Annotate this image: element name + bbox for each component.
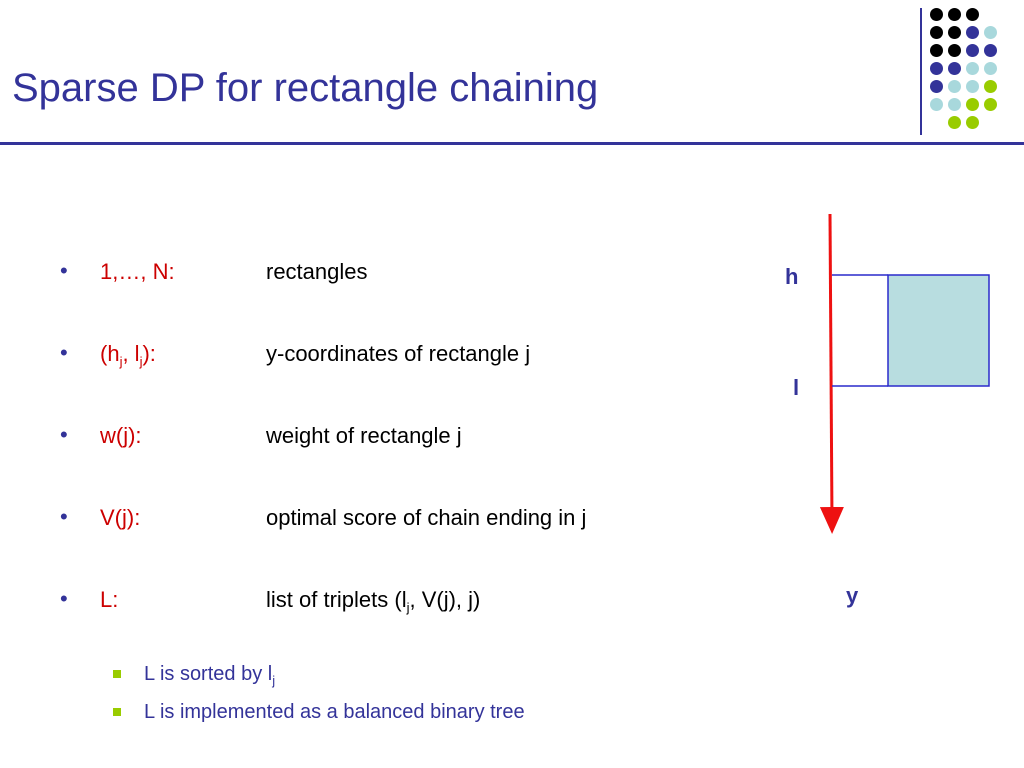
decorative-dot [948, 98, 961, 111]
bullet-dot-icon: • [60, 504, 68, 529]
bullet-term: 1,…, N: [100, 259, 175, 284]
bullet-desc: weight of rectangle j [266, 423, 462, 448]
bullet-dot-icon: • [60, 258, 68, 283]
decorative-dot [966, 44, 979, 57]
bullet-desc: rectangles [266, 259, 368, 284]
bullet-dot-icon: • [60, 340, 68, 365]
title-underline [0, 142, 1024, 145]
decorative-dot [948, 26, 961, 39]
decorative-dot [930, 98, 943, 111]
decorative-dot [984, 26, 997, 39]
bullet-term: L: [100, 587, 119, 612]
decorative-dot [984, 44, 997, 57]
decorative-dot [948, 8, 961, 21]
decorative-dot-grid [930, 8, 1020, 138]
sub-bullet-text: L is implemented as a balanced binary tr… [144, 701, 525, 723]
sub-bullet-text: L is sorted by lj [144, 663, 276, 688]
decorative-dot [966, 116, 979, 129]
decorative-dot [966, 80, 979, 93]
decorative-dot [966, 62, 979, 75]
decorative-dot [930, 8, 943, 21]
decorative-dot [966, 98, 979, 111]
decorative-dot [930, 62, 943, 75]
decorative-dot [930, 26, 943, 39]
l-label: l [793, 375, 800, 400]
bullet-dot-icon: • [60, 422, 68, 447]
square-bullet-icon [113, 670, 121, 678]
decorative-dot [948, 116, 961, 129]
decorative-dot [930, 44, 943, 57]
decorative-dot [966, 26, 979, 39]
bullet-term: (hj, lj): [100, 341, 156, 369]
bullet-desc: optimal score of chain ending in j [266, 505, 587, 530]
decorative-dot [948, 80, 961, 93]
bullet-term: w(j): [100, 423, 142, 448]
corner-vertical-rule [920, 8, 922, 135]
y-axis-arrow [819, 213, 844, 534]
bullet-term: V(j): [100, 505, 141, 530]
decorative-dot [930, 80, 943, 93]
decorative-dot [948, 44, 961, 57]
square-bullet-icon [113, 708, 121, 716]
decorative-dot [948, 62, 961, 75]
h-label: h [785, 264, 799, 289]
bullet-desc: list of triplets (lj, V(j), j) [266, 587, 481, 615]
decorative-dot [984, 62, 997, 75]
rectangle-j [887, 274, 990, 387]
y-axis-label: y [846, 583, 859, 608]
decorative-dot [984, 80, 997, 93]
decorative-dot [984, 98, 997, 111]
decorative-dot [966, 8, 979, 21]
bullet-dot-icon: • [60, 586, 68, 611]
slide-title: Sparse DP for rectangle chaining [12, 66, 599, 110]
bullet-desc: y-coordinates of rectangle j [266, 341, 531, 366]
